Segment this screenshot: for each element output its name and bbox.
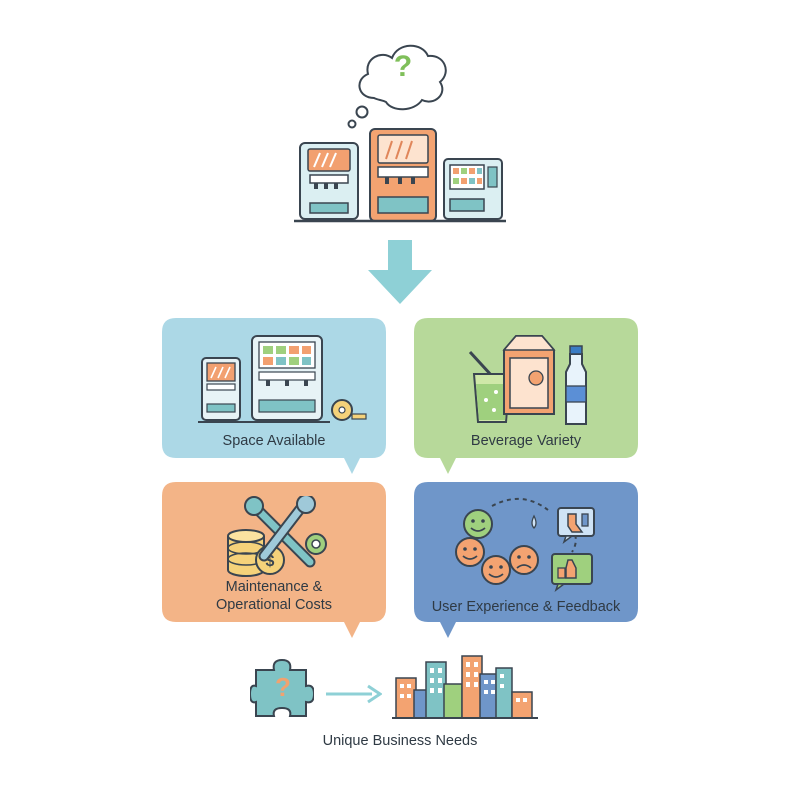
footer-label: Unique Business Needs xyxy=(322,733,478,749)
beverage-dispenser-machine-icon xyxy=(369,128,437,222)
panel-user-experience: User Experience & Feedback xyxy=(414,482,638,638)
right-arrow-icon xyxy=(326,684,382,704)
faces-thumbs-icon xyxy=(452,492,612,596)
panel-label-costs-line1: Maintenance & xyxy=(225,579,323,595)
thought-bubble: ? xyxy=(340,28,460,133)
tools-coins-icon: $ xyxy=(224,496,334,580)
panel-space-available: Space Available xyxy=(162,318,386,474)
machines-tape-measure-icon xyxy=(198,332,368,428)
down-arrow-icon xyxy=(366,238,434,306)
soda-fountain-machine-icon xyxy=(299,142,359,220)
panel-label-variety: Beverage Variety xyxy=(470,433,582,449)
svg-text:$: $ xyxy=(266,553,275,570)
panel-label-costs: Maintenance & Operational Costs xyxy=(162,578,386,614)
panel-label-costs-line2: Operational Costs xyxy=(215,597,333,613)
panel-maintenance-costs: $ Maintenance & Operational Costs xyxy=(162,482,386,638)
panel-label-space: Space Available xyxy=(222,433,326,449)
panel-label-ux: User Experience & Feedback xyxy=(431,599,621,615)
panel-beverage-variety: Beverage Variety xyxy=(414,318,638,474)
puzzle-question-mark-icon: ? xyxy=(275,672,291,702)
snack-vending-machine-icon xyxy=(443,158,503,220)
question-mark-icon: ? xyxy=(393,50,413,83)
drinks-icon xyxy=(464,330,594,430)
puzzle-piece-icon: ? xyxy=(250,656,314,720)
city-skyline-icon xyxy=(392,654,538,720)
vending-machines-group xyxy=(290,125,510,230)
